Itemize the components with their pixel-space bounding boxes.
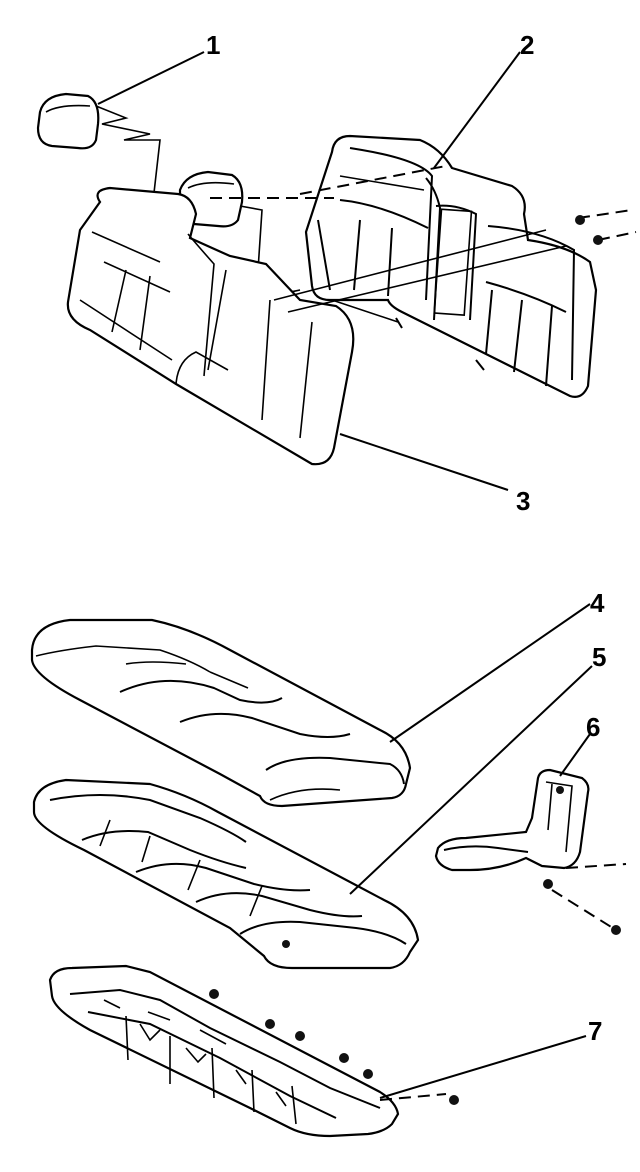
seat-cushion	[30, 618, 412, 808]
bolt-icon	[339, 1053, 349, 1063]
leader-line-1	[97, 51, 205, 105]
callout-3: 3	[516, 486, 530, 516]
leader-line-6	[559, 733, 591, 777]
bolt-icon	[295, 1031, 305, 1041]
fastener-guide-3	[565, 863, 627, 869]
bolt-icon	[593, 235, 603, 245]
fastener-guide-2	[597, 231, 637, 241]
armrest	[434, 768, 590, 889]
callout-4: 4	[590, 588, 605, 618]
fastener-guide-1	[577, 209, 633, 219]
leader-line-4	[389, 603, 591, 743]
callout-1: 1	[206, 30, 220, 60]
leader-line-3	[339, 433, 509, 491]
seat-back-cushion	[66, 186, 355, 466]
callout-7: 7	[588, 1016, 602, 1046]
fastener-guide-5	[379, 1093, 447, 1101]
callout-2: 2	[520, 30, 534, 60]
callout-6: 6	[586, 712, 600, 742]
bolt-icon	[556, 786, 564, 794]
leader-line-5	[349, 665, 593, 895]
guide-line-back-1	[273, 229, 547, 301]
guide-line-back-4	[299, 165, 447, 195]
bolt-icon	[282, 940, 290, 948]
bolt-icon	[611, 925, 621, 935]
seat-cushion-frame	[48, 964, 400, 1138]
bolt-icon	[575, 215, 585, 225]
leader-line-2	[433, 51, 521, 169]
guide-line-back-2	[287, 245, 567, 313]
headrest-left	[36, 92, 100, 150]
leader-line-7	[379, 1035, 587, 1099]
seat-back-frame	[304, 134, 598, 398]
bolt-icon	[543, 879, 553, 889]
bolt-icon	[449, 1095, 459, 1105]
callout-5: 5	[592, 642, 606, 672]
seat-cushion-pad	[32, 778, 420, 970]
bolt-icon	[363, 1069, 373, 1079]
fastener-guide-4	[551, 889, 617, 931]
bolt-icon	[265, 1019, 275, 1029]
bolt-icon	[209, 989, 219, 999]
